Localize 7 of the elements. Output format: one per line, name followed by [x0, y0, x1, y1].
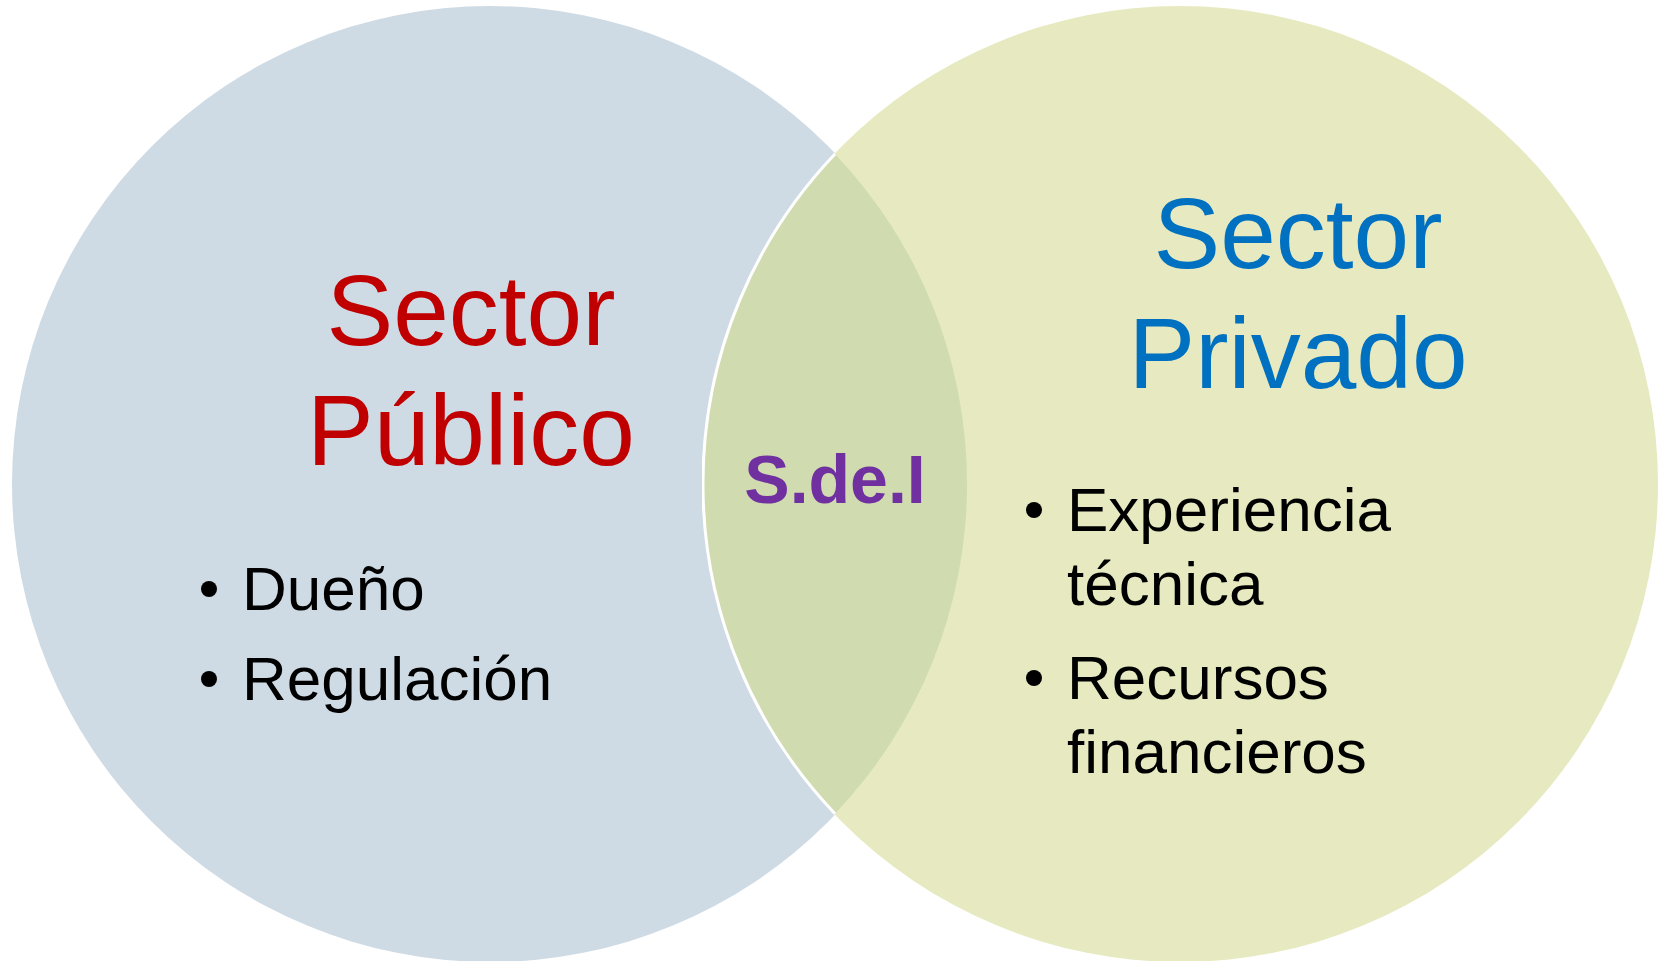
- bullet-text: Dueño: [242, 553, 426, 625]
- sector-title: Sector Público: [306, 253, 636, 488]
- overlap-label: S.de.I: [743, 440, 927, 518]
- sector-title: Sector Privado: [1127, 176, 1469, 411]
- bullet-text: Recursos financieros: [1067, 642, 1368, 788]
- bullet-text: Experiencia técnica: [1067, 474, 1392, 620]
- bullet-text: Regulación: [242, 643, 554, 715]
